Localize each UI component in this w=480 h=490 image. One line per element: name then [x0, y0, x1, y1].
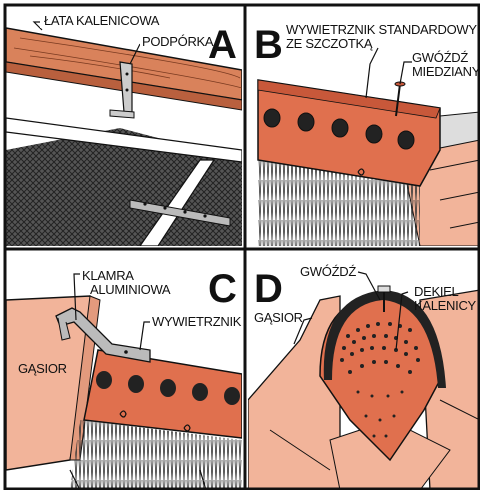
label-nail-line2: MIEDZIANY [412, 64, 480, 79]
panel-letter-b: B [254, 23, 283, 67]
label-vent-line2: ZE SZCZOTKĄ [286, 36, 373, 51]
label-nail-d: GWÓŹDŹ [300, 264, 356, 279]
label-clip-line2: ALUMINIOWA [90, 282, 171, 297]
label-cap-line1: DEKIEL [414, 284, 459, 299]
label-vent-c: WYWIETRZNIK [152, 314, 242, 329]
label-ridge-tile-d: GĄSIOR [254, 310, 303, 325]
label-bracket: PODPÓRKA [142, 34, 214, 49]
bracket-foot [110, 110, 134, 118]
label-ridge-batten: ŁATA KALENICOWA [44, 13, 160, 28]
label-vent-line1: WYWIETRZNIK STANDARDOWY [286, 22, 477, 37]
label-cap-line2: KALENICY [414, 298, 477, 313]
panel-letter-d: D [254, 267, 283, 311]
panel-letter-a: A [208, 23, 237, 67]
panel-letter-c: C [208, 267, 237, 311]
label-nail-line1: GWÓŹDŹ [412, 50, 468, 65]
label-clip-line1: KLAMRA [82, 268, 134, 283]
label-ridge-tile-c: GĄSIOR [18, 361, 67, 376]
